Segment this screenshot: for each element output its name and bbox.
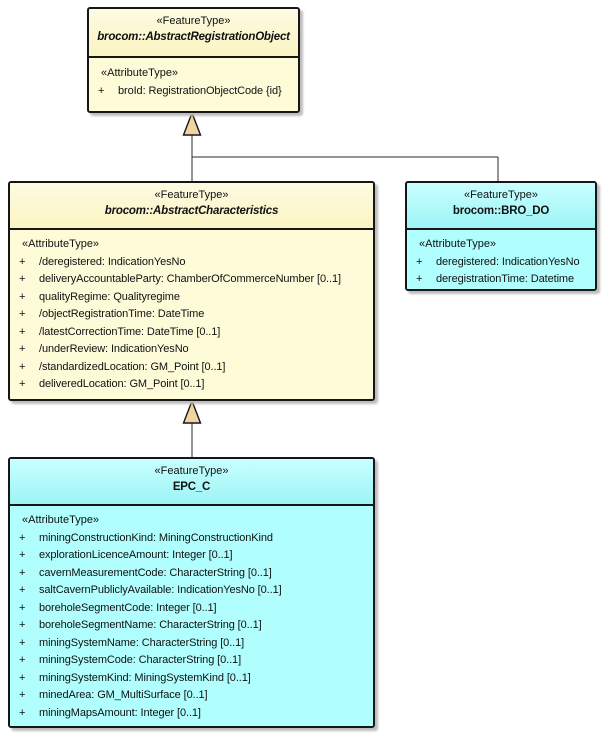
attribute-text: explorationLicenceAmount: Integer [0..1]	[39, 549, 233, 561]
class-name: brocom::BRO_DO	[452, 205, 550, 217]
class-box-epc-c[interactable]: «FeatureType» EPC_C «AttributeType» + mi…	[8, 457, 375, 728]
attribute-text: /deregistered: IndicationYesNo	[39, 255, 186, 268]
attribute-row: + deliveryAccountableParty: ChamberOfCom…	[18, 271, 373, 289]
attribute-visibility: +	[19, 549, 26, 561]
attribute-row: + qualityRegime: Qualityregime	[18, 289, 373, 307]
class-name: EPC_C	[172, 481, 211, 493]
class-header: «FeatureType» EPC_C	[10, 459, 373, 506]
attribute-text: boreholeSegmentName: CharacterString [0.…	[39, 619, 262, 631]
class-header: «FeatureType» brocom::AbstractCharacteri…	[10, 183, 373, 230]
attribute-text: miningMapsAmount: Integer [0..1]	[39, 706, 201, 719]
class-stereotype: «FeatureType»	[154, 465, 229, 477]
generalization-arrow-icon	[182, 399, 202, 424]
class-attributes-compartment: «AttributeType» + broId: RegistrationObj…	[89, 58, 298, 111]
attribute-row: + deliveredLocation: GM_Point [0..1]	[18, 376, 373, 394]
attribute-visibility: +	[19, 273, 26, 285]
class-stereotype: «FeatureType»	[154, 189, 229, 201]
attribute-visibility: +	[416, 255, 423, 268]
attribute-visibility: +	[19, 671, 26, 684]
attribute-visibility: +	[19, 584, 26, 596]
attribute-row: + saltCavernPubliclyAvailable: Indicatio…	[18, 582, 373, 600]
attribute-text: qualityRegime: Qualityregime	[39, 290, 180, 303]
attribute-row: + broId: RegistrationObjectCode {id}	[97, 83, 298, 101]
attribute-list: + /deregistered: IndicationYesNo + deliv…	[18, 254, 373, 394]
class-header: «FeatureType» brocom::BRO_DO	[407, 183, 595, 230]
attribute-text: /standardizedLocation: GM_Point [0..1]	[39, 360, 226, 373]
attribute-row: + miningSystemName: CharacterString [0..…	[18, 635, 373, 653]
attribute-visibility: +	[19, 636, 26, 649]
class-box-abstract-characteristics[interactable]: «FeatureType» brocom::AbstractCharacteri…	[8, 181, 375, 401]
attribute-visibility: +	[19, 619, 26, 631]
attribute-visibility: +	[19, 601, 26, 614]
class-attributes-compartment: «AttributeType» + /deregistered: Indicat…	[10, 230, 373, 399]
class-attributes-compartment: «AttributeType» + miningConstructionKind…	[10, 506, 373, 726]
attribute-row: + miningSystemCode: CharacterString [0..…	[18, 652, 373, 670]
attribute-stereotype: «AttributeType»	[101, 67, 179, 79]
class-stereotype: «FeatureType»	[464, 189, 538, 201]
attribute-text: miningSystemName: CharacterString [0..1]	[39, 636, 245, 649]
attribute-text: saltCavernPubliclyAvailable: IndicationY…	[39, 584, 282, 596]
attribute-row: + miningSystemKind: MiningSystemKind [0.…	[18, 670, 373, 688]
attribute-row: + /objectRegistrationTime: DateTime	[18, 306, 373, 324]
attribute-visibility: +	[19, 325, 26, 338]
attribute-row: + miningMapsAmount: Integer [0..1]	[18, 705, 373, 723]
attribute-text: /objectRegistrationTime: DateTime	[39, 308, 205, 320]
class-header: «FeatureType» brocom::AbstractRegistrati…	[89, 9, 298, 58]
attribute-row: + minedArea: GM_MultiSurface [0..1]	[18, 687, 373, 705]
attribute-visibility: +	[19, 689, 26, 701]
attribute-text: deliveryAccountableParty: ChamberOfComme…	[39, 273, 341, 285]
attribute-row: + boreholeSegmentName: CharacterString […	[18, 617, 373, 635]
attribute-visibility: +	[19, 290, 26, 303]
attribute-visibility: +	[19, 706, 26, 719]
attribute-row: + /deregistered: IndicationYesNo	[18, 254, 373, 272]
attribute-row: + deregistered: IndicationYesNo	[415, 254, 595, 272]
attribute-text: deregistered: IndicationYesNo	[436, 255, 580, 268]
attribute-visibility: +	[416, 273, 423, 285]
attribute-row: + /standardizedLocation: GM_Point [0..1]	[18, 359, 373, 377]
attribute-visibility: +	[19, 255, 26, 268]
attribute-visibility: +	[19, 654, 26, 666]
attribute-row: + explorationLicenceAmount: Integer [0..…	[18, 547, 373, 565]
attribute-list: + broId: RegistrationObjectCode {id}	[97, 83, 298, 101]
attribute-visibility: +	[19, 531, 26, 544]
class-box-abstract-registration-object[interactable]: «FeatureType» brocom::AbstractRegistrati…	[87, 7, 300, 113]
attribute-list: + deregistered: IndicationYesNo + deregi…	[415, 254, 595, 289]
attribute-stereotype: «AttributeType»	[419, 238, 497, 250]
attribute-text: minedArea: GM_MultiSurface [0..1]	[39, 689, 208, 701]
attribute-row: + cavernMeasurementCode: CharacterString…	[18, 565, 373, 583]
attribute-text: deliveredLocation: GM_Point [0..1]	[39, 378, 205, 390]
attribute-row: + /underReview: IndicationYesNo	[18, 341, 373, 359]
attribute-text: broId: RegistrationObjectCode {id}	[118, 84, 282, 97]
class-box-bro-do[interactable]: «FeatureType» brocom::BRO_DO «AttributeT…	[405, 181, 597, 291]
attribute-visibility: +	[98, 84, 105, 97]
generalization-arrow-icon	[182, 111, 202, 136]
attribute-stereotype: «AttributeType»	[22, 514, 100, 526]
attribute-visibility: +	[19, 343, 26, 355]
attribute-row: + /latestCorrectionTime: DateTime [0..1]	[18, 324, 373, 342]
attribute-text: miningSystemKind: MiningSystemKind [0..1…	[39, 671, 251, 684]
attribute-text: boreholeSegmentCode: Integer [0..1]	[39, 601, 217, 614]
attribute-text: miningSystemCode: CharacterString [0..1]	[39, 654, 242, 666]
attribute-row: + boreholeSegmentCode: Integer [0..1]	[18, 600, 373, 618]
attribute-visibility: +	[19, 378, 26, 390]
class-name: brocom::AbstractCharacteristics	[104, 205, 279, 217]
class-attributes-compartment: «AttributeType» + deregistered: Indicati…	[407, 230, 595, 289]
attribute-text: /latestCorrectionTime: DateTime [0..1]	[39, 325, 221, 338]
attribute-stereotype: «AttributeType»	[22, 238, 100, 250]
attribute-row: + deregistrationTime: Datetime	[415, 271, 595, 289]
attribute-visibility: +	[19, 308, 26, 320]
attribute-text: cavernMeasurementCode: CharacterString […	[39, 566, 272, 579]
attribute-visibility: +	[19, 360, 26, 373]
class-name: brocom::AbstractRegistrationObject	[97, 31, 290, 43]
attribute-list: + miningConstructionKind: MiningConstruc…	[18, 530, 373, 723]
attribute-row: + miningConstructionKind: MiningConstruc…	[18, 530, 373, 548]
attribute-visibility: +	[19, 566, 26, 579]
class-stereotype: «FeatureType»	[156, 15, 231, 27]
attribute-text: deregistrationTime: Datetime	[436, 273, 575, 285]
attribute-text: miningConstructionKind: MiningConstructi…	[39, 531, 273, 544]
attribute-text: /underReview: IndicationYesNo	[39, 343, 189, 355]
